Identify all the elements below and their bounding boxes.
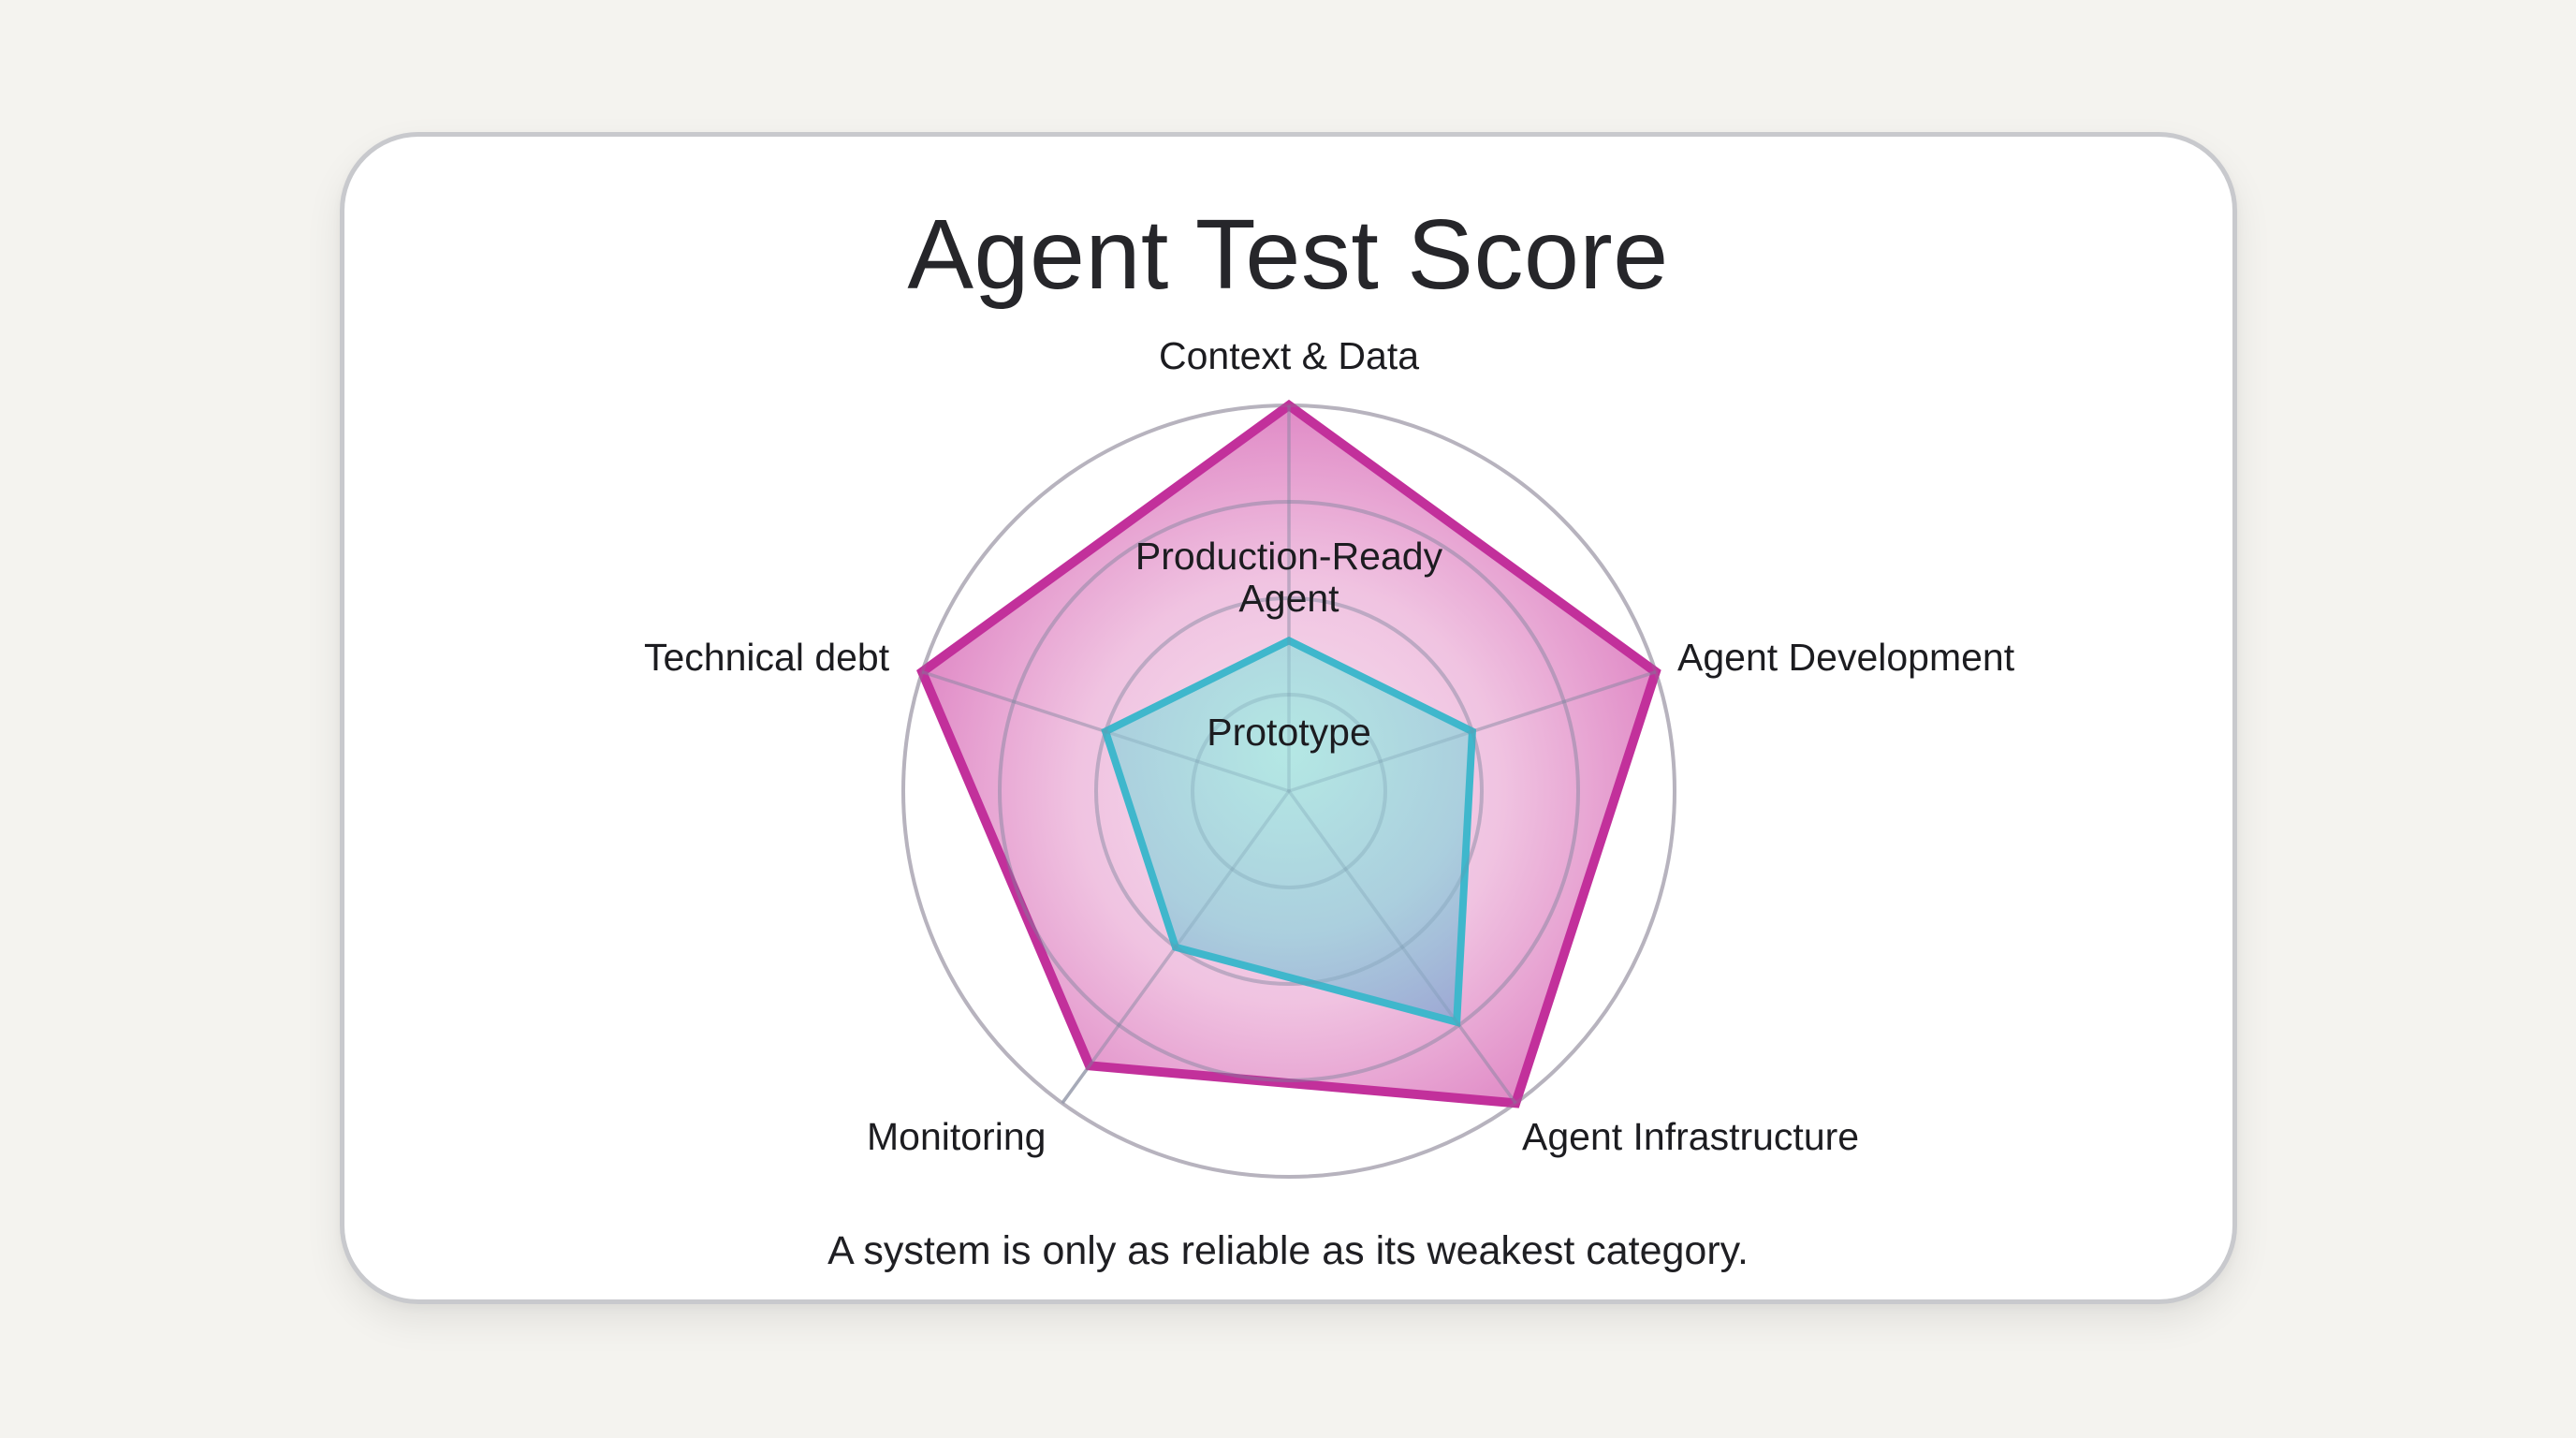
production-ready-label-line1: Production-Ready — [1134, 535, 1443, 578]
grid-ring — [998, 500, 1580, 1082]
axis-label-agent-development: Agent Development — [1677, 636, 2015, 679]
chart-title: Agent Test Score — [907, 199, 1669, 310]
production-ready-label: Production-Ready Agent — [1135, 536, 1442, 620]
grid-ring — [1191, 693, 1387, 889]
grid-spoke — [1287, 789, 1517, 1105]
grid-spoke — [1288, 670, 1657, 793]
grid-spoke — [1061, 789, 1291, 1105]
chart-caption: A system is only as reliable as its weak… — [827, 1228, 1749, 1273]
axis-label-context-data: Context & Data — [1158, 334, 1420, 377]
grid-ring — [1094, 596, 1484, 986]
prototype-polygon — [1101, 636, 1477, 1027]
grid-spoke — [921, 670, 1290, 793]
axis-label-technical-debt: Technical debt — [644, 636, 890, 679]
grid-ring — [998, 500, 1580, 1082]
grid-ring — [1094, 596, 1484, 986]
prototype-label: Prototype — [1207, 711, 1371, 754]
production-ready-label-line2: Agent — [1238, 577, 1339, 620]
axis-label-agent-infrastructure: Agent Infrastructure — [1522, 1115, 1860, 1158]
axis-label-monitoring: Monitoring — [867, 1115, 1046, 1158]
grid-ring — [901, 404, 1676, 1179]
radar-grid-spokes — [921, 405, 1657, 1105]
